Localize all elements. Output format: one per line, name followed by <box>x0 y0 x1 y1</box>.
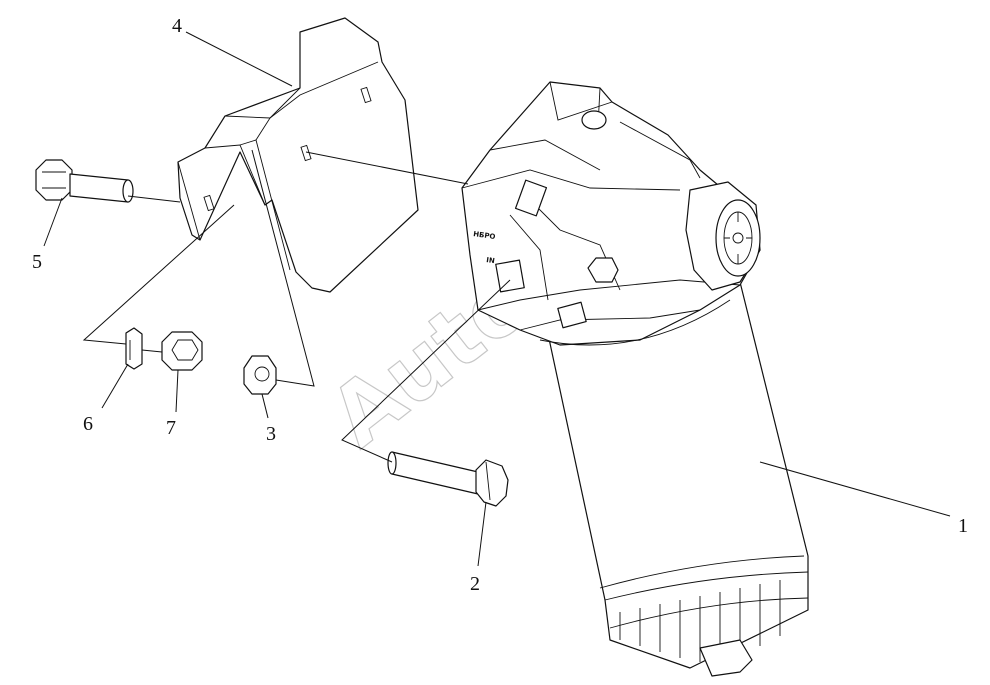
nut-part-7 <box>161 331 203 371</box>
clip-part-6 <box>125 327 143 370</box>
fuel-filter-part-1: НБРО IN <box>461 81 809 677</box>
callout-4: 4 <box>172 15 182 37</box>
bolt-part-2 <box>387 451 509 507</box>
nut-part-3 <box>243 355 277 395</box>
housing-marking-bottom: IN <box>486 256 496 265</box>
housing-marking-top: НБРО <box>473 230 496 241</box>
bolt-part-5 <box>35 159 134 203</box>
callout-6: 6 <box>83 413 93 435</box>
callout-1: 1 <box>958 515 968 537</box>
leader-lines <box>43 31 951 567</box>
bracket-part-4 <box>177 17 419 293</box>
callout-7: 7 <box>166 417 176 439</box>
callout-5: 5 <box>32 251 42 273</box>
callout-labels: 4 5 6 7 3 2 1 <box>32 15 968 595</box>
callout-2: 2 <box>470 573 480 595</box>
callout-3: 3 <box>266 423 276 445</box>
